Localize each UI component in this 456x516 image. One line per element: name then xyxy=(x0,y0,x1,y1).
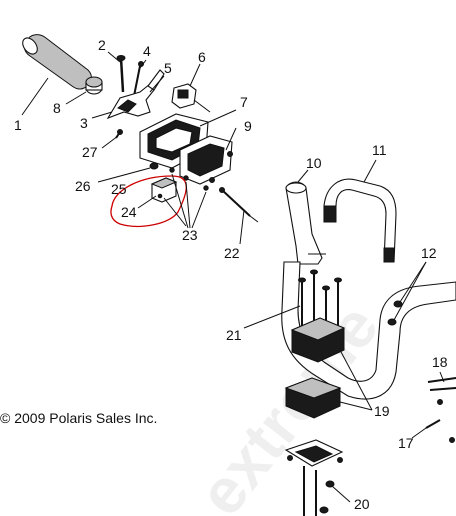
callout-labels: 1 2 3 4 5 6 7 8 9 10 11 12 17 18 19 20 2… xyxy=(14,37,448,512)
throttle-lever-part xyxy=(106,69,165,120)
copyright-text: © 2009 Polaris Sales Inc. xyxy=(0,410,157,426)
handlebar-part xyxy=(281,181,456,400)
bracket-part xyxy=(425,377,456,443)
callout-4: 4 xyxy=(143,43,151,59)
block-part xyxy=(150,177,178,203)
lower-clamp-part xyxy=(284,377,342,419)
callout-9: 9 xyxy=(244,118,252,134)
callout-26: 26 xyxy=(75,178,91,194)
callout-19: 19 xyxy=(374,403,390,419)
cover-plate-part xyxy=(179,135,233,185)
callout-21: 21 xyxy=(226,327,242,343)
nut-pair-part xyxy=(387,300,403,326)
callout-6: 6 xyxy=(198,49,206,65)
callout-12: 12 xyxy=(421,245,437,261)
callout-10: 10 xyxy=(306,155,322,171)
callout-11: 11 xyxy=(372,142,387,158)
callout-3: 3 xyxy=(80,115,88,131)
callout-17: 17 xyxy=(398,435,414,451)
callout-22: 22 xyxy=(224,245,240,261)
riser-bar-part xyxy=(323,178,397,263)
hardware-screws xyxy=(169,167,209,191)
callout-8: 8 xyxy=(53,100,61,116)
callout-18: 18 xyxy=(432,354,448,370)
callout-5: 5 xyxy=(164,60,172,76)
bolts-part xyxy=(298,269,342,338)
cable-part xyxy=(219,187,259,223)
mount-plate-part xyxy=(284,439,344,516)
callout-1: 1 xyxy=(14,117,22,133)
callout-25: 25 xyxy=(111,181,127,197)
upper-clamp-part xyxy=(290,317,346,363)
callout-27: 27 xyxy=(82,144,98,160)
callout-23: 23 xyxy=(182,227,198,243)
callout-20: 20 xyxy=(354,496,370,512)
highlight-ellipse xyxy=(110,175,187,227)
nut-part xyxy=(149,162,159,170)
screw-part xyxy=(116,55,126,93)
end-plug-part xyxy=(85,76,103,95)
callout-7: 7 xyxy=(240,94,248,110)
grip-part xyxy=(22,34,92,90)
callout-24: 24 xyxy=(121,204,137,220)
callout-2: 2 xyxy=(98,37,106,53)
switch-part xyxy=(171,83,211,113)
